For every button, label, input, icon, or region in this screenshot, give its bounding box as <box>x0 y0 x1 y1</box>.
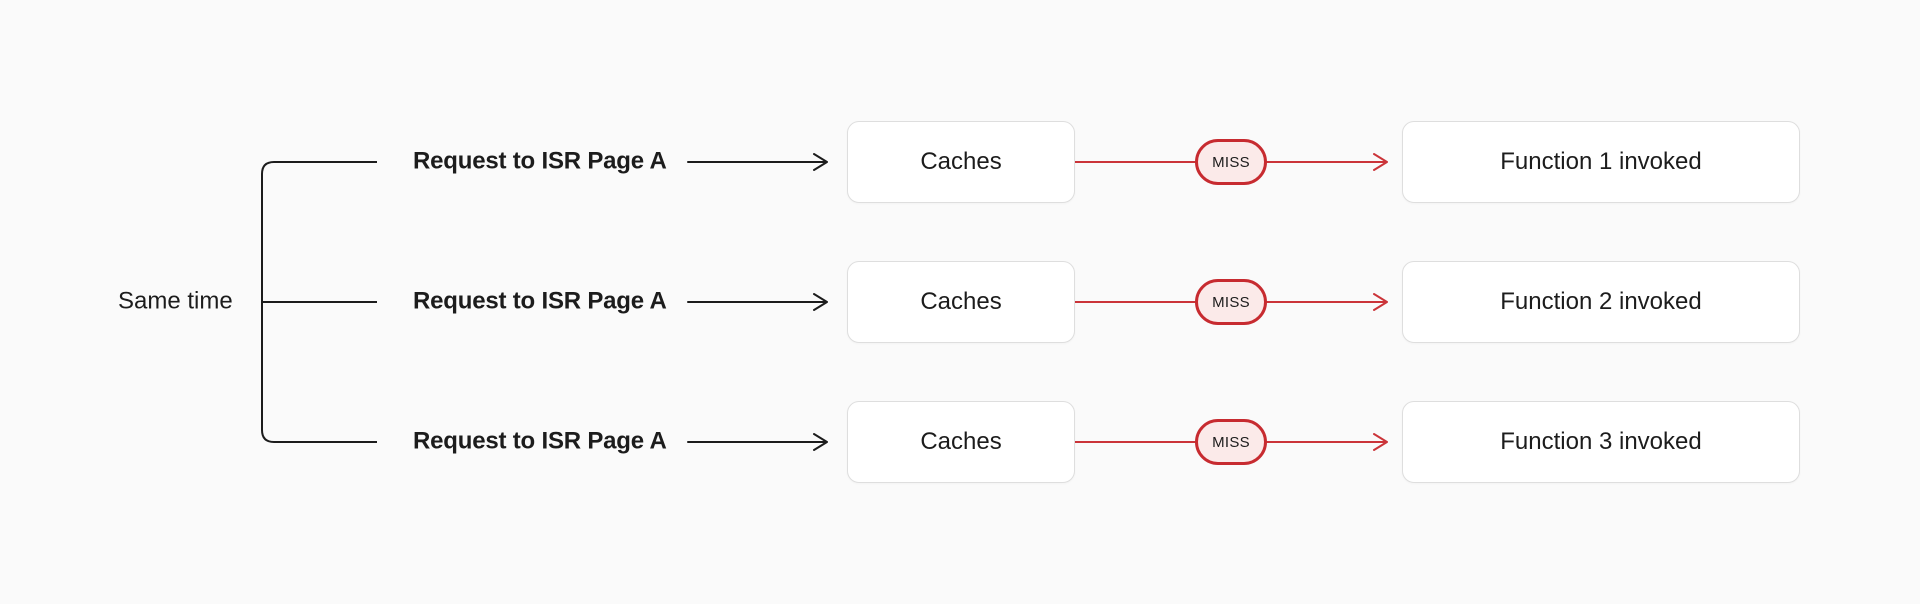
function-label: Function 3 invoked <box>1500 428 1702 455</box>
caches-box: Caches <box>847 261 1075 343</box>
miss-badge: MISS <box>1195 419 1267 465</box>
request-label: Request to ISR Page A <box>413 147 667 175</box>
miss-label: MISS <box>1212 293 1250 311</box>
request-row-2: Request to ISR Page A Caches MISS Functi… <box>0 261 1920 343</box>
caches-box: Caches <box>847 401 1075 483</box>
request-to-cache-arrow <box>687 433 828 451</box>
miss-label: MISS <box>1212 433 1250 451</box>
same-time-label: Same time <box>118 287 233 315</box>
function-box: Function 3 invoked <box>1402 401 1800 483</box>
miss-to-function-arrow <box>1266 433 1388 451</box>
caches-label: Caches <box>920 428 1002 455</box>
request-label: Request to ISR Page A <box>413 287 667 315</box>
function-label: Function 1 invoked <box>1500 148 1702 175</box>
request-label: Request to ISR Page A <box>413 427 667 455</box>
caches-label: Caches <box>920 288 1002 315</box>
caches-label: Caches <box>920 148 1002 175</box>
request-row-3: Request to ISR Page A Caches MISS Functi… <box>0 401 1920 483</box>
request-to-cache-arrow <box>687 293 828 311</box>
miss-to-function-arrow <box>1266 293 1388 311</box>
request-row-1: Request to ISR Page A Caches MISS Functi… <box>0 121 1920 203</box>
miss-badge: MISS <box>1195 279 1267 325</box>
request-to-cache-arrow <box>687 153 828 171</box>
miss-badge: MISS <box>1195 139 1267 185</box>
caches-box: Caches <box>847 121 1075 203</box>
function-box: Function 1 invoked <box>1402 121 1800 203</box>
miss-label: MISS <box>1212 153 1250 171</box>
miss-to-function-arrow <box>1266 153 1388 171</box>
function-box: Function 2 invoked <box>1402 261 1800 343</box>
function-label: Function 2 invoked <box>1500 288 1702 315</box>
